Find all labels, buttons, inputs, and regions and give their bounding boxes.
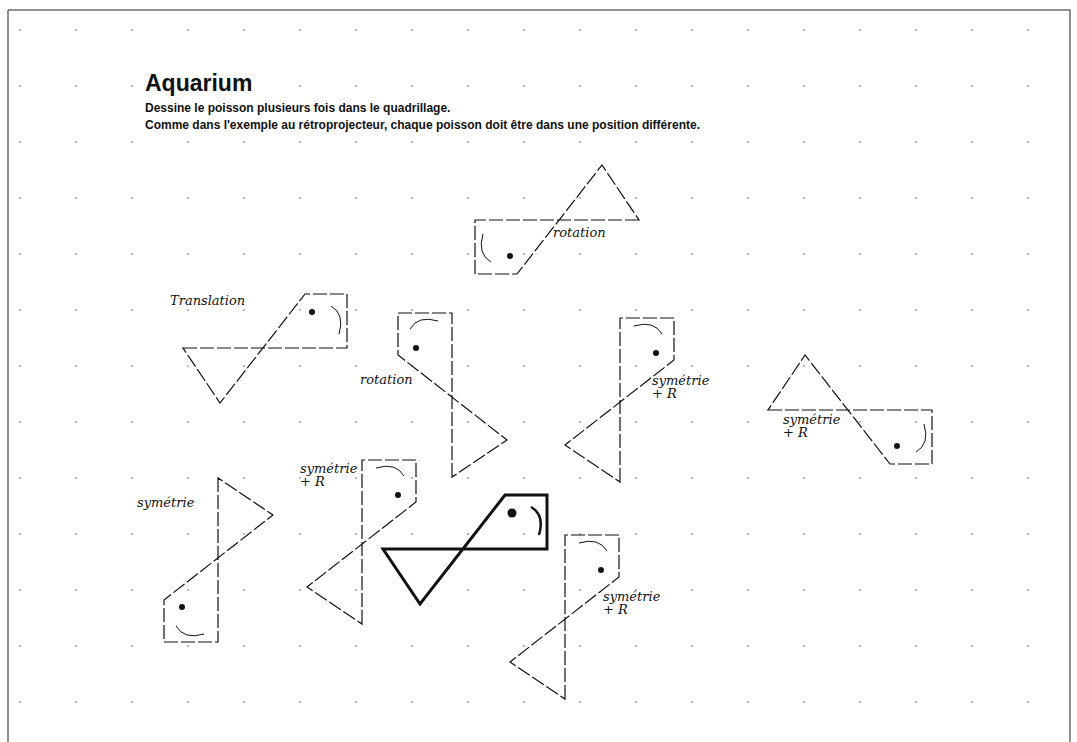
fish-eye bbox=[309, 309, 315, 315]
fish-gill bbox=[481, 234, 491, 262]
fish-figure bbox=[768, 355, 932, 464]
fish-figure bbox=[398, 313, 507, 477]
fish-eye bbox=[395, 492, 401, 498]
fish-outline bbox=[768, 355, 932, 464]
fish-eye bbox=[507, 253, 513, 259]
fish-outline bbox=[398, 313, 507, 477]
fish-figure bbox=[475, 165, 639, 274]
worksheet-title: Aquarium bbox=[145, 70, 252, 97]
fish-outline bbox=[383, 495, 547, 604]
instruction: Dessine le poisson plusieurs fois dans l… bbox=[145, 101, 450, 115]
fish-figure bbox=[510, 535, 619, 699]
fish-gill bbox=[176, 626, 204, 636]
fish-figure bbox=[565, 318, 674, 482]
fish-gill bbox=[916, 424, 926, 452]
page-frame bbox=[8, 10, 1070, 742]
handwritten-note: symétrie + R bbox=[783, 413, 845, 439]
fish-figure bbox=[383, 495, 547, 604]
handwritten-note: symétrie + R bbox=[603, 590, 665, 616]
handwritten-note: symétrie + R bbox=[300, 462, 362, 488]
fish-eye bbox=[179, 604, 185, 610]
handwritten-note: symétrie bbox=[137, 496, 194, 509]
fish-outline bbox=[565, 318, 674, 482]
fish-gill bbox=[331, 306, 341, 334]
fish-gill bbox=[376, 466, 404, 476]
fish-eye bbox=[508, 509, 517, 518]
instruction: Comme dans l'exemple au rétroprojecteur,… bbox=[145, 118, 700, 132]
fish-group bbox=[164, 165, 932, 699]
fish-gill bbox=[579, 541, 607, 551]
handwritten-note: symétrie + R bbox=[652, 374, 714, 400]
fish-gill bbox=[634, 324, 662, 334]
fish-outline bbox=[183, 294, 347, 403]
fish-eye bbox=[653, 350, 659, 356]
handwritten-note: rotation bbox=[553, 226, 606, 239]
fish-eye bbox=[413, 345, 419, 351]
fish-eye bbox=[894, 443, 900, 449]
fish-gill bbox=[531, 507, 541, 535]
fish-figure bbox=[183, 294, 347, 403]
handwritten-note: rotation bbox=[360, 373, 413, 386]
fish-outline bbox=[475, 165, 639, 274]
fish-eye bbox=[598, 567, 604, 573]
handwritten-note: Translation bbox=[170, 294, 245, 307]
fish-gill bbox=[410, 319, 438, 329]
fish-outline bbox=[510, 535, 619, 699]
